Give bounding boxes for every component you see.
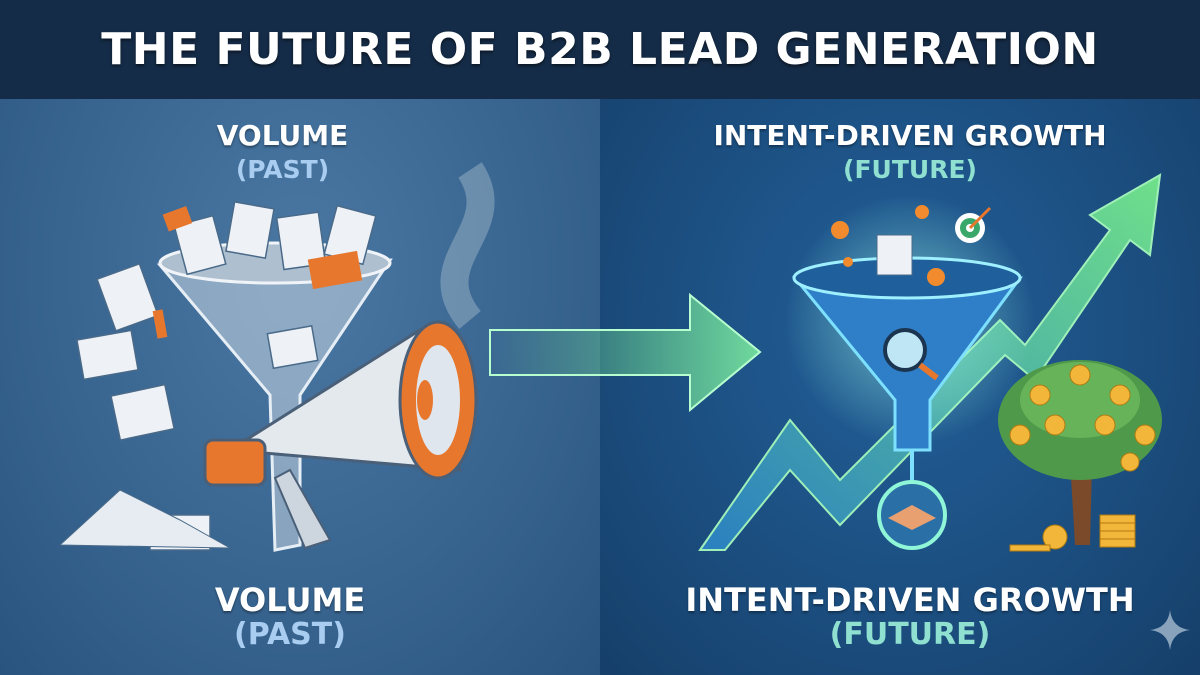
target-icon (955, 206, 992, 243)
right-bottom-title: INTENT-DRIVEN GROWTH (685, 581, 1135, 619)
left-bottom-title: VOLUME (214, 581, 366, 619)
lead-dots (831, 205, 945, 286)
smoke (440, 162, 495, 329)
left-top-subtitle: (PAST) (235, 155, 330, 184)
left-panel: VOLUME (PAST) VOLUME (PAST) (0, 99, 600, 675)
sparkle-icon (1150, 610, 1190, 650)
right-top-subtitle: (FUTURE) (843, 155, 977, 184)
arrow-right-icon (489, 292, 762, 413)
handshake-icon (877, 480, 947, 550)
money-tree-icon (998, 360, 1162, 545)
left-bottom-subtitle: (PAST) (234, 617, 346, 652)
envelope-icon (58, 489, 231, 549)
right-top-title: INTENT-DRIVEN GROWTH (713, 119, 1107, 152)
megaphone-icon (203, 320, 478, 550)
coin-stack-icon (1009, 514, 1136, 552)
header: THE FUTURE OF B2B LEAD GENERATION (0, 0, 1200, 99)
orange-cards (152, 206, 363, 339)
document-icon (876, 234, 913, 276)
magnifier-icon (883, 328, 939, 381)
page-title: THE FUTURE OF B2B LEAD GENERATION (101, 24, 1099, 75)
document-icon (76, 201, 377, 551)
left-top-title: VOLUME (216, 119, 349, 152)
right-bottom-subtitle: (FUTURE) (829, 617, 991, 652)
